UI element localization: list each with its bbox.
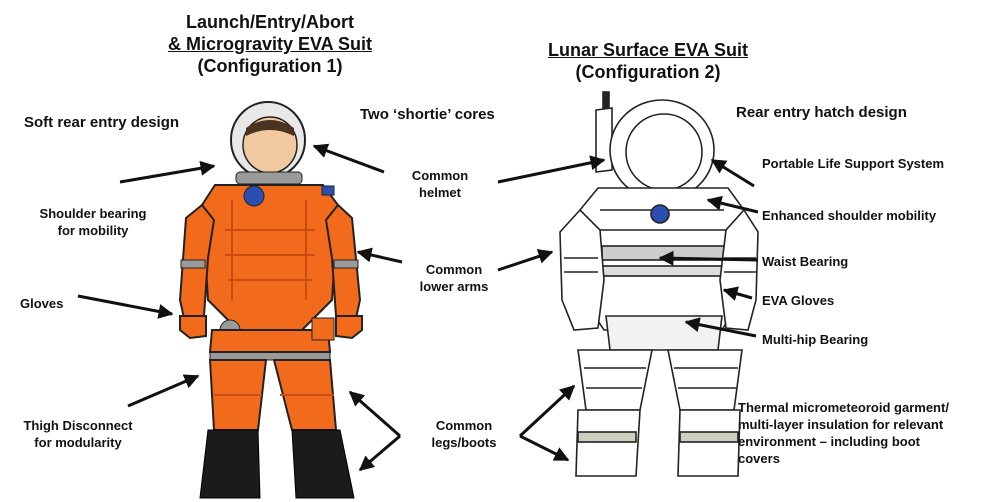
right-title-line1: Lunar Surface EVA Suit (520, 40, 776, 60)
label-shoulder-bearing-line2: for mobility (28, 223, 158, 239)
label-common-lower-arms-line2: lower arms (404, 279, 504, 295)
label-common-legs-line2: legs/boots (414, 435, 514, 451)
label-common-helmet-line2: helmet (400, 185, 480, 201)
left-title-line1: Launch/Entry/Abort (150, 12, 390, 32)
right-title-line2: (Configuration 2) (540, 62, 756, 82)
label-enhanced-shoulder: Enhanced shoulder mobility (762, 208, 936, 224)
label-thigh-disconnect-line1: Thigh Disconnect (8, 418, 148, 434)
left-title-line2: & Microgravity EVA Suit (140, 34, 400, 54)
label-tmg-line4: covers (738, 451, 780, 467)
label-multi-hip-bearing: Multi-hip Bearing (762, 332, 868, 348)
label-eva-gloves: EVA Gloves (762, 293, 834, 309)
left-title-line3: (Configuration 1) (150, 56, 390, 76)
label-tmg-line1: Thermal micrometeoroid garment/ (738, 400, 949, 416)
label-common-lower-arms-line1: Common (404, 262, 504, 278)
label-shoulder-bearing-line1: Shoulder bearing (28, 206, 158, 222)
label-tmg-line3: environment – including boot (738, 434, 920, 450)
label-gloves: Gloves (20, 296, 63, 312)
label-thigh-disconnect-line2: for modularity (8, 435, 148, 451)
white-suit-figure (560, 92, 758, 476)
label-waist-bearing: Waist Bearing (762, 254, 848, 270)
label-shortie-cores: Two ‘shortie’ cores (360, 106, 495, 124)
label-tmg-line2: multi-layer insulation for relevant (738, 417, 943, 433)
label-common-legs-line1: Common (414, 418, 514, 434)
label-rear-entry-hatch: Rear entry hatch design (736, 104, 907, 122)
label-common-helmet-line1: Common (400, 168, 480, 184)
orange-suit-figure (180, 102, 362, 498)
label-soft-rear-entry: Soft rear entry design (24, 114, 179, 132)
label-plss: Portable Life Support System (762, 156, 944, 172)
